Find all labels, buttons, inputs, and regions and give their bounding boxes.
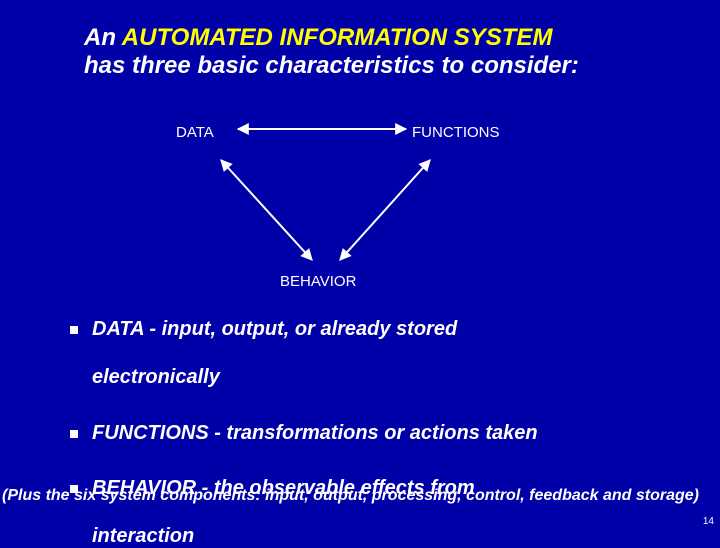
bullet-behavior-line1: BEHAVIOR - the observable effects from [92, 477, 475, 499]
bullet-marker [70, 326, 78, 334]
node-behavior: BEHAVIOR [280, 273, 357, 290]
bullet-marker [70, 430, 78, 438]
bullet-data-line2: electronically [92, 366, 220, 388]
node-data: DATA [176, 124, 214, 141]
slide-title: An AUTOMATED INFORMATION SYSTEM has thre… [84, 24, 704, 80]
title-prefix: An [84, 24, 122, 51]
title-line-1: An AUTOMATED INFORMATION SYSTEM [84, 24, 704, 52]
title-accent: AUTOMATED INFORMATION SYSTEM [121, 24, 553, 51]
bullet-data-line1: DATA - input, output, or already stored [92, 318, 458, 340]
bullet-marker [70, 485, 78, 493]
page-number: 14 [702, 516, 714, 527]
node-functions: FUNCTIONS [412, 124, 500, 141]
title-line-2: has three basic characteristics to consi… [84, 52, 579, 79]
arrow-functions-behavior [339, 159, 431, 261]
bullet-behavior-line2: interaction [92, 525, 195, 547]
characteristics-diagram [220, 123, 431, 261]
arrow-data-behavior [220, 159, 313, 261]
bullet-functions-line1: FUNCTIONS - transformations or actions t… [92, 422, 538, 444]
footnote: (Plus the six system components: input, … [2, 487, 699, 504]
